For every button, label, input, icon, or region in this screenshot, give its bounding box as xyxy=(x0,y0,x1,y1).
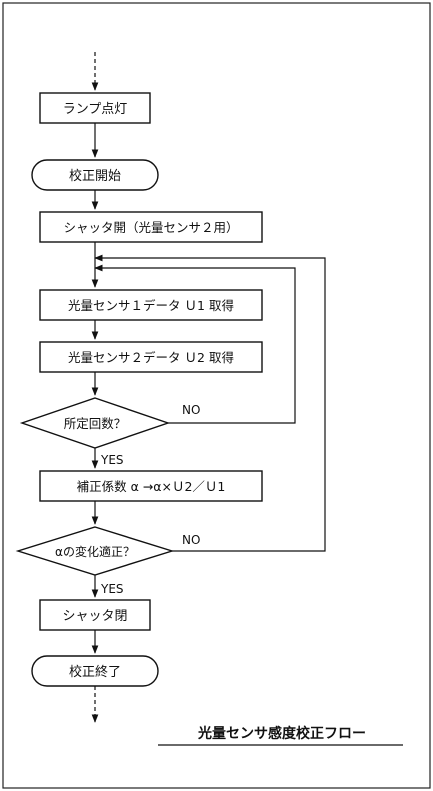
loop-count-no xyxy=(94,264,296,424)
node-count-check: 所定回数？ xyxy=(19,397,171,449)
node-get-u2: 光量センサ２データ Ｕ2 取得 xyxy=(39,341,263,373)
svg-text:シャッタ閉: シャッタ閉 xyxy=(62,609,127,624)
svg-text:所定回数？: 所定回数？ xyxy=(64,416,127,431)
node-lamp-on: ランプ点灯 xyxy=(39,92,151,124)
loop-alpha-no xyxy=(94,254,326,552)
svg-text:補正係数 α →α×Ｕ2／Ｕ1: 補正係数 α →α×Ｕ2／Ｕ1 xyxy=(77,479,226,494)
svg-text:αの変化適正？: αの変化適正？ xyxy=(55,544,135,559)
label-count-yes: YES xyxy=(100,453,124,467)
figure-caption: 光量センサ感度校正フロー xyxy=(197,725,366,742)
svg-text:校正開始: 校正開始 xyxy=(69,168,121,184)
svg-text:校正終了: 校正終了 xyxy=(69,664,121,680)
node-correct-coef: 補正係数 α →α×Ｕ2／Ｕ1 xyxy=(39,470,263,502)
node-alpha-check: αの変化適正？ xyxy=(15,526,175,576)
node-calib-start: 校正開始 xyxy=(31,159,159,191)
label-alpha-no: NO xyxy=(182,533,200,547)
node-calib-end: 校正終了 xyxy=(31,655,159,687)
svg-text:ランプ点灯: ランプ点灯 xyxy=(63,102,128,117)
svg-text:シャッタ開（光量センサ２用）: シャッタ開（光量センサ２用） xyxy=(63,220,238,235)
label-alpha-yes: YES xyxy=(100,582,124,596)
svg-text:光量センサ１データ Ｕ1 取得: 光量センサ１データ Ｕ1 取得 xyxy=(68,298,234,313)
svg-text:光量センサ２データ Ｕ2 取得: 光量センサ２データ Ｕ2 取得 xyxy=(68,350,234,365)
node-get-u1: 光量センサ１データ Ｕ1 取得 xyxy=(39,289,263,321)
node-shutter-close: シャッタ閉 xyxy=(39,599,151,631)
node-shutter-open: シャッタ開（光量センサ２用） xyxy=(39,211,263,243)
label-count-no: NO xyxy=(182,403,200,417)
